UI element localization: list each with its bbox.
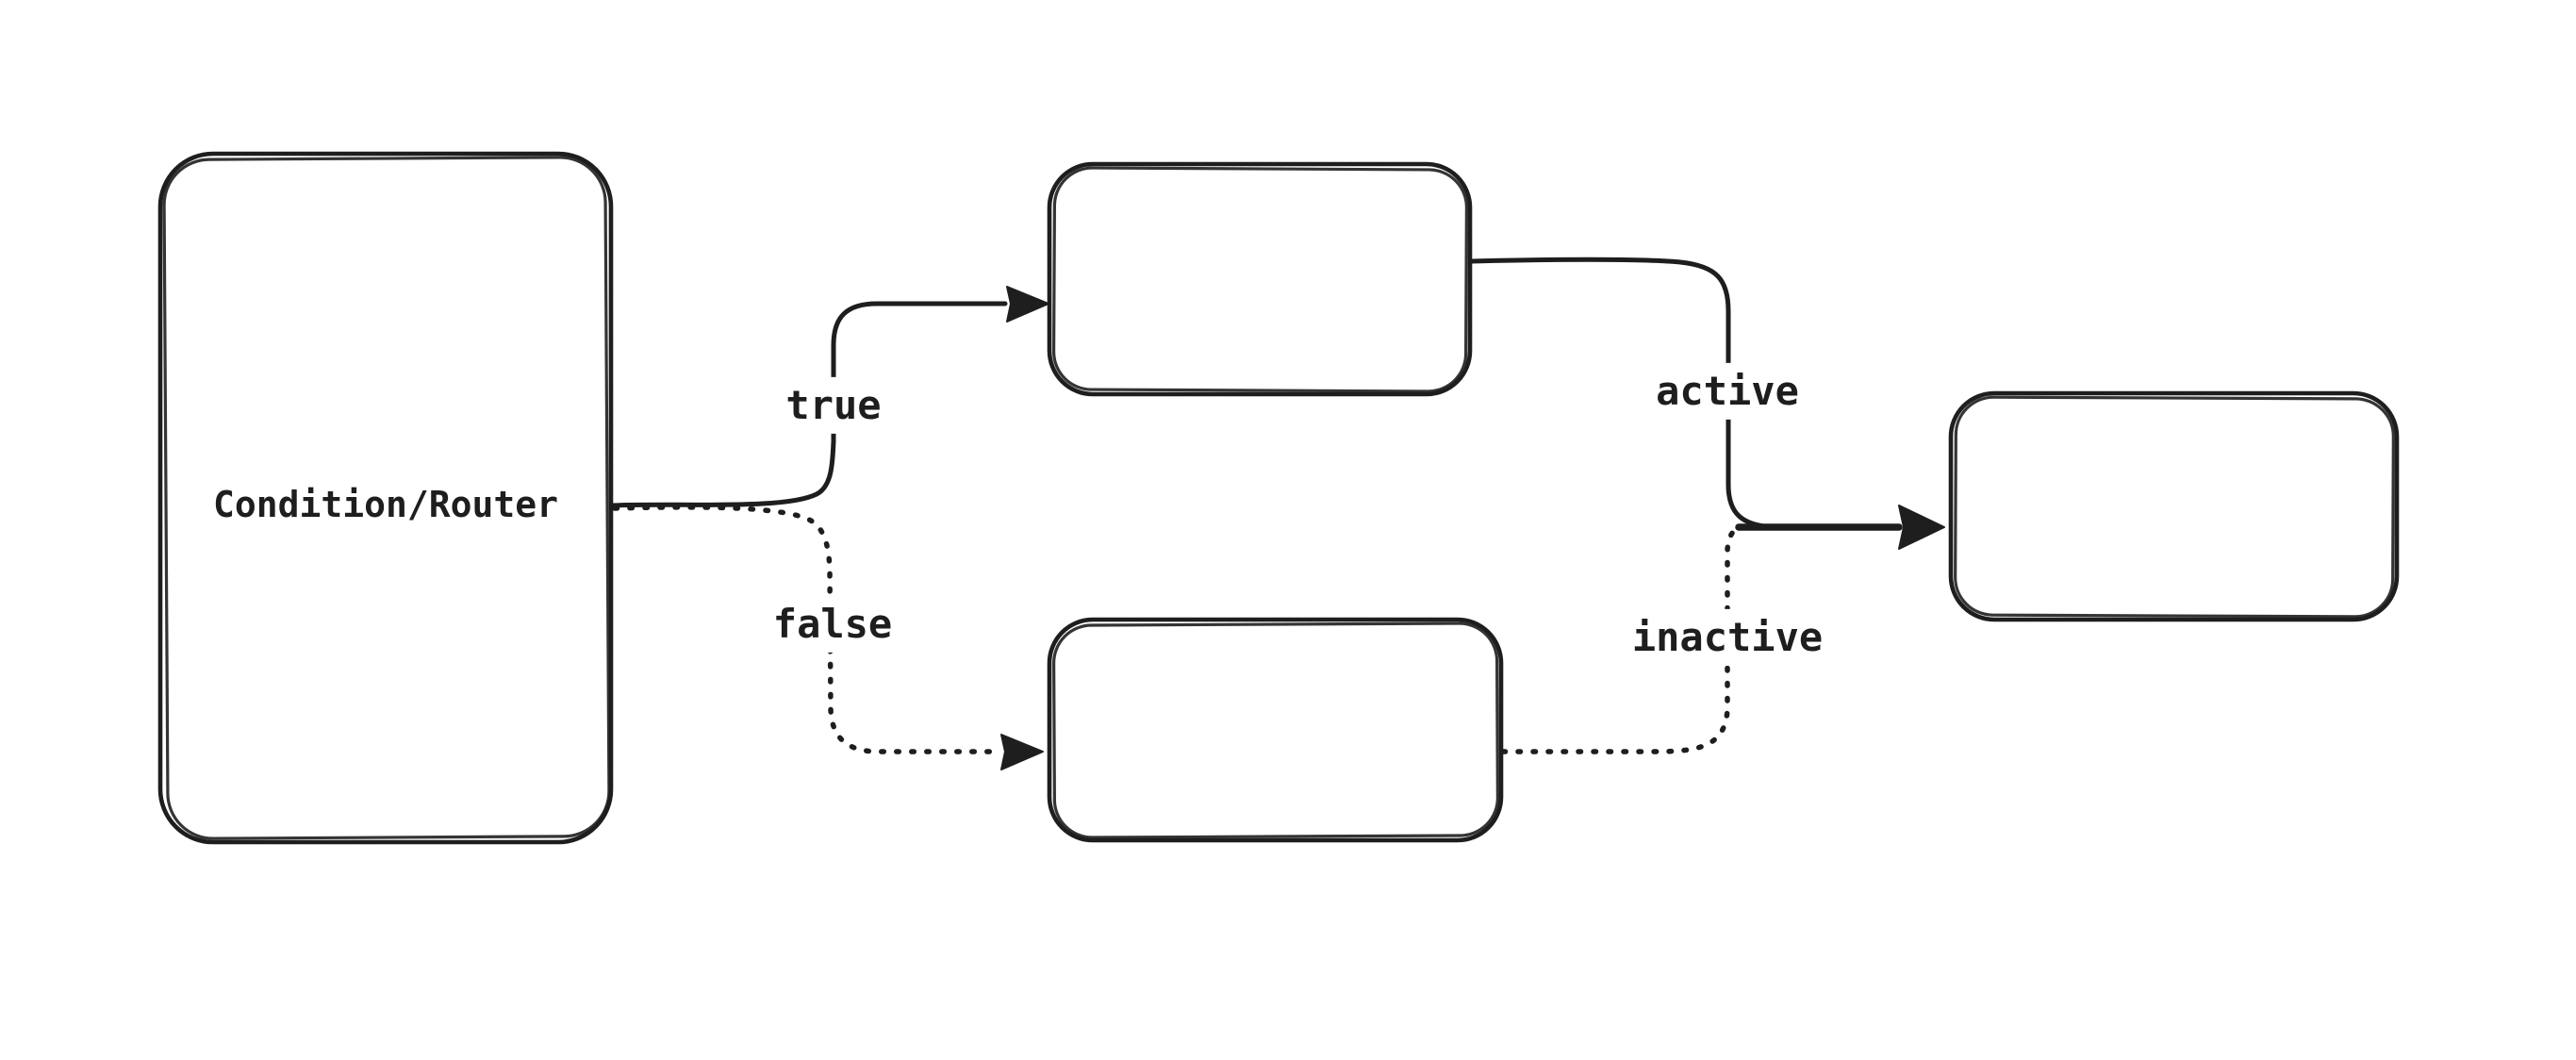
node-merge-target-shape[interactable] (1948, 390, 2400, 622)
active-edge-line[interactable] (1469, 257, 1775, 530)
active-edge-label: active (1650, 362, 1805, 421)
true-edge-line[interactable] (610, 301, 1008, 508)
merge-arrowhead-icon (1898, 505, 1945, 550)
true-edge-label: true (780, 376, 887, 435)
node-condition-router-shape[interactable] (157, 151, 614, 845)
false-edge-line[interactable] (612, 505, 1000, 754)
node-false-target-shape[interactable] (1047, 617, 1504, 843)
edge-active[interactable] (1469, 257, 1775, 530)
true-arrowhead-icon (1006, 286, 1049, 323)
edge-merge[interactable] (1735, 505, 1945, 550)
false-arrowhead-icon (1000, 734, 1044, 770)
inactive-edge-label: inactive (1626, 608, 1829, 667)
edge-inactive[interactable] (1500, 526, 1739, 754)
edge-true[interactable] (610, 286, 1049, 508)
node-true-target-shape[interactable] (1047, 161, 1473, 397)
edge-false[interactable] (612, 505, 1044, 770)
inactive-edge-line[interactable] (1500, 526, 1739, 754)
false-edge-label: false (767, 595, 899, 654)
condition-router-label: Condition/Router (212, 484, 559, 526)
